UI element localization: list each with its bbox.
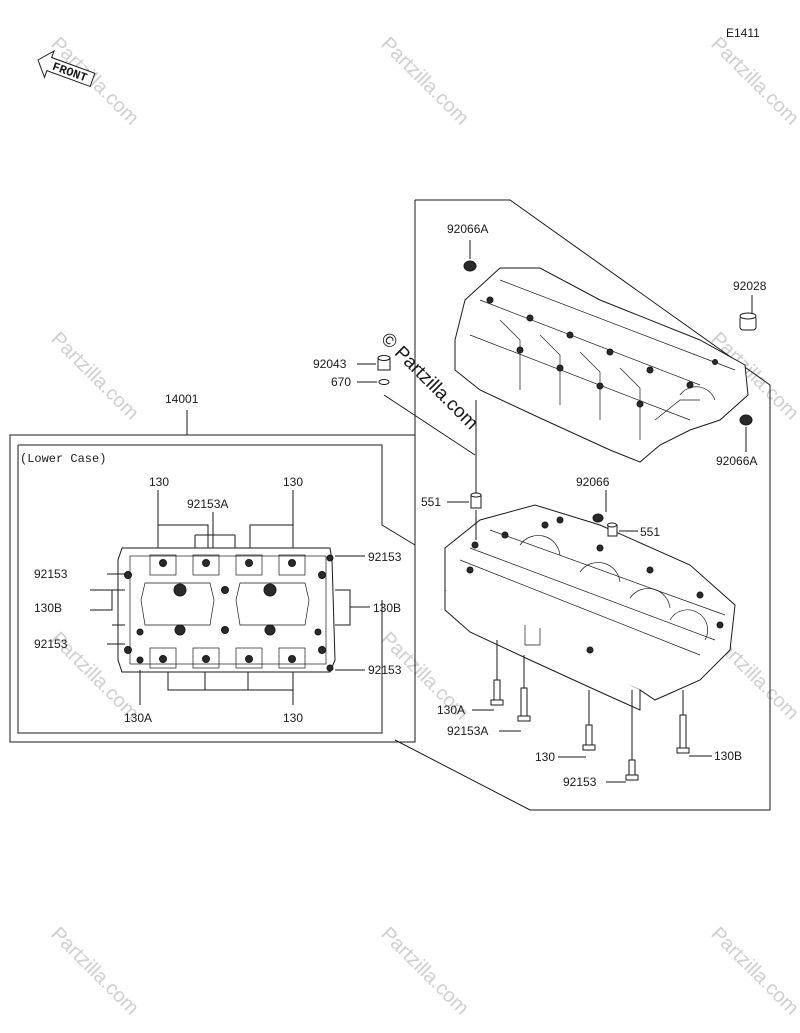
label-551-right: 551 — [640, 525, 660, 539]
watermark: Partzilla.com — [706, 33, 800, 130]
part-551-left — [447, 400, 482, 540]
lower-crankcase — [444, 504, 736, 711]
label-130-bolt: 130 — [535, 750, 555, 764]
part-92028 — [739, 295, 757, 331]
watermark: Partzilla.com — [706, 923, 800, 1020]
bolt-92153 — [606, 690, 639, 783]
inset-label-130-bottom: 130 — [283, 711, 303, 725]
bolt-92153A — [499, 655, 531, 732]
inset-label-92153A: 92153A — [187, 497, 228, 511]
inset-label-92153-right-bottom: 92153 — [368, 663, 402, 677]
part-92066A-top — [463, 240, 477, 272]
watermark: Partzilla.com — [376, 923, 473, 1020]
label-92043: 92043 — [313, 357, 347, 371]
lower-case-top-view — [117, 547, 336, 673]
lower-case-label: (Lower Case) — [20, 452, 106, 466]
upper-case-frame — [394, 199, 771, 811]
part-551-right — [607, 522, 638, 537]
inset-label-130B-left: 130B — [34, 601, 62, 615]
inset-label-130-top-right: 130 — [283, 475, 303, 489]
assembly-number: 14001 — [165, 392, 199, 406]
watermark: Partzilla.com — [376, 33, 473, 130]
inset-leaders — [90, 490, 370, 705]
upper-crankcase — [454, 267, 749, 463]
inset-label-92153-right-top: 92153 — [368, 550, 402, 564]
watermark: Partzilla.com — [46, 328, 143, 425]
bolt-130 — [558, 690, 596, 758]
label-92066A-top: 92066A — [447, 222, 488, 236]
lower-case-inset: (Lower Case) — [9, 434, 416, 743]
part-670 — [357, 379, 476, 456]
label-92028: 92028 — [733, 279, 767, 293]
watermark-layer: Partzilla.com Partzilla.com Partzilla.co… — [46, 33, 800, 1020]
inset-label-130A: 130A — [124, 711, 152, 725]
diagram-code: E1411 — [726, 26, 760, 40]
label-92066A-right: 92066A — [716, 454, 757, 468]
watermark: Partzilla.com — [46, 923, 143, 1020]
label-92066: 92066 — [576, 475, 610, 489]
label-130A-bolt: 130A — [437, 703, 465, 717]
label-670: 670 — [331, 375, 351, 389]
label-130B-bolt: 130B — [714, 749, 742, 763]
inset-label-130B-right: 130B — [373, 601, 401, 615]
label-551-left: 551 — [421, 495, 441, 509]
bolt-130B — [676, 690, 712, 757]
part-92066 — [592, 490, 607, 523]
inset-label-92153-left-bottom: 92153 — [34, 637, 68, 651]
label-92153-bolt: 92153 — [563, 775, 597, 789]
inset-label-130-top-left: 130 — [149, 475, 169, 489]
watermark: Partzilla.com — [46, 33, 143, 130]
label-92153A-bolt: 92153A — [447, 724, 488, 738]
inset-label-92153-left-top: 92153 — [34, 567, 68, 581]
part-92066A-right — [739, 414, 753, 452]
bolt-130A — [472, 640, 504, 711]
part-92043 — [357, 355, 391, 371]
